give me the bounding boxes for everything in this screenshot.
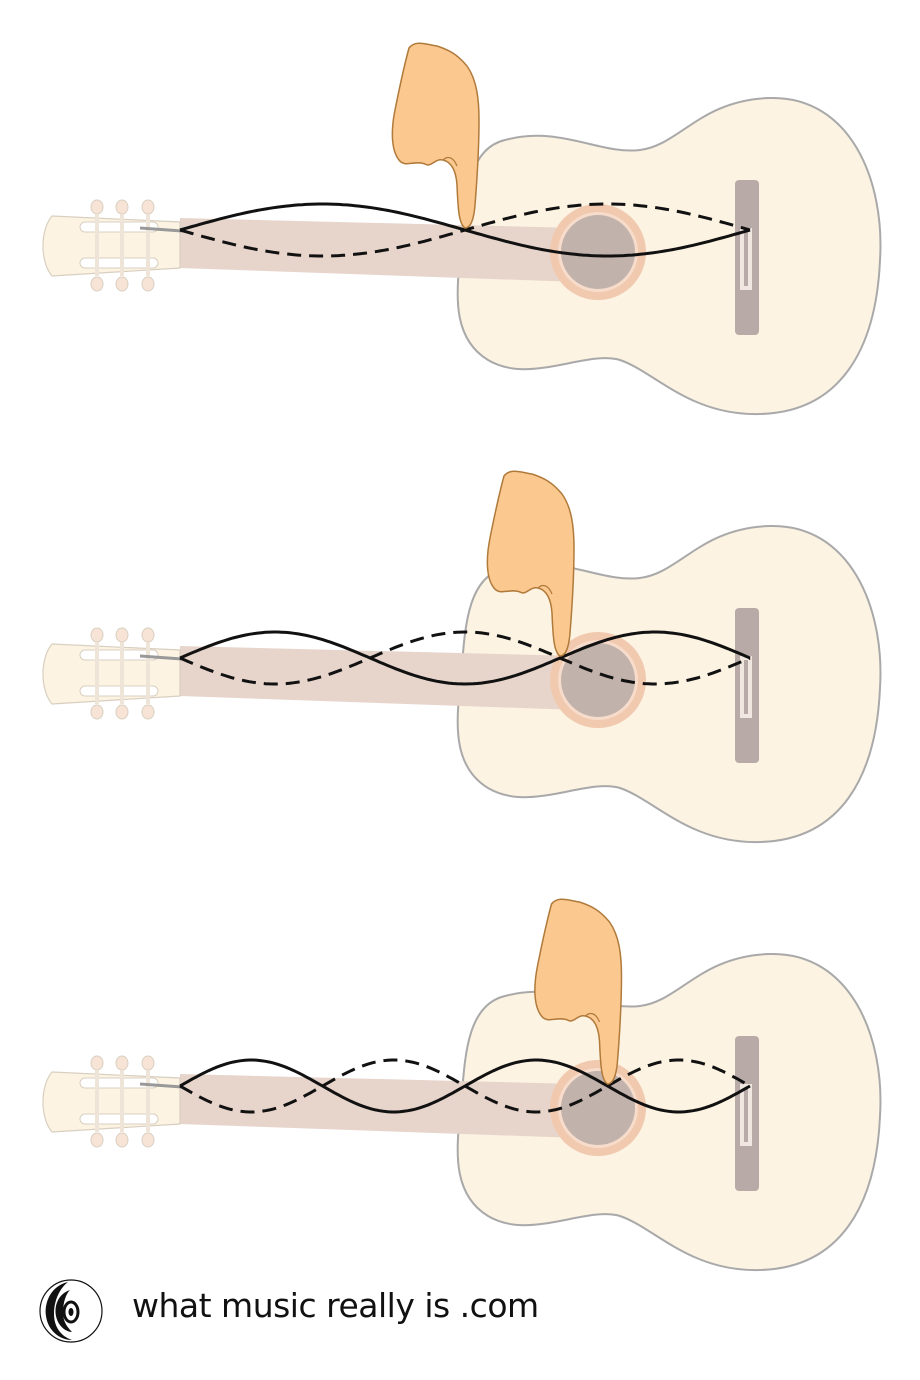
tuning-peg [90,627,104,643]
tuner-slot-bottom [79,1113,159,1125]
finger-hand [534,898,623,1085]
soundhole [561,643,635,717]
tuner-post [95,1070,99,1132]
pointing-finger [486,470,575,657]
spiral-logo-icon [39,1279,103,1343]
tuner-post [120,642,124,704]
finger-knuckle [537,584,553,595]
tuner-slot-top [79,1077,159,1089]
guitar-illustration [42,42,882,416]
saddle-slot [744,1088,748,1142]
tuner-slot-bottom [79,685,159,697]
tuner-slot-top [79,649,159,661]
tuner-post [146,1070,150,1132]
tuner-post [120,214,124,276]
panel-harmonic-2 [0,0,920,430]
tuning-peg [115,704,129,720]
tuning-peg [115,627,129,643]
tuner-post [95,642,99,704]
tuning-peg [90,1132,104,1148]
footer-brand: what music really is .com [38,1276,638,1346]
tuning-peg [90,199,104,215]
tuner-post [95,214,99,276]
guitar-neck [180,646,578,710]
tuning-peg [115,199,129,215]
string-wave-dashed [179,202,751,258]
string-lead [139,226,183,233]
tuning-peg [90,704,104,720]
pointing-finger [391,42,480,229]
tuning-peg [115,276,129,292]
string-wave-dashed [179,1058,751,1114]
finger-hand [486,470,575,657]
tuning-peg [141,704,155,720]
brand-text: what music really is .com [132,1286,539,1325]
tuning-peg [90,1055,104,1071]
panel-harmonic-3 [0,428,920,858]
finger-hand [391,42,480,229]
string-wave-solid [179,630,751,686]
tuner-post [120,1070,124,1132]
string-lead [139,654,183,661]
tuner-slot-top [79,221,159,233]
tuner-post [146,642,150,704]
tuning-peg [141,1055,155,1071]
pointing-finger [534,898,623,1085]
tuning-peg [90,276,104,292]
string-wave-dashed [179,630,751,686]
tuning-peg [141,276,155,292]
guitar-illustration [42,470,882,844]
tuning-peg [141,1132,155,1148]
guitar-body [456,96,882,416]
panel-harmonic-4 [0,856,920,1286]
tuning-peg [115,1132,129,1148]
tuner-post [146,214,150,276]
tuning-peg [141,627,155,643]
tuning-peg [115,1055,129,1071]
saddle-slot [744,232,748,286]
finger-knuckle [442,156,458,167]
finger-knuckle [585,1012,601,1023]
soundhole [561,215,635,289]
tuning-peg [141,199,155,215]
string-lead [139,1082,183,1089]
string-wave-solid [179,1058,751,1114]
tuner-slot-bottom [79,257,159,269]
guitar-neck [180,1074,578,1138]
guitar-illustration [42,898,882,1272]
saddle-slot [744,660,748,714]
